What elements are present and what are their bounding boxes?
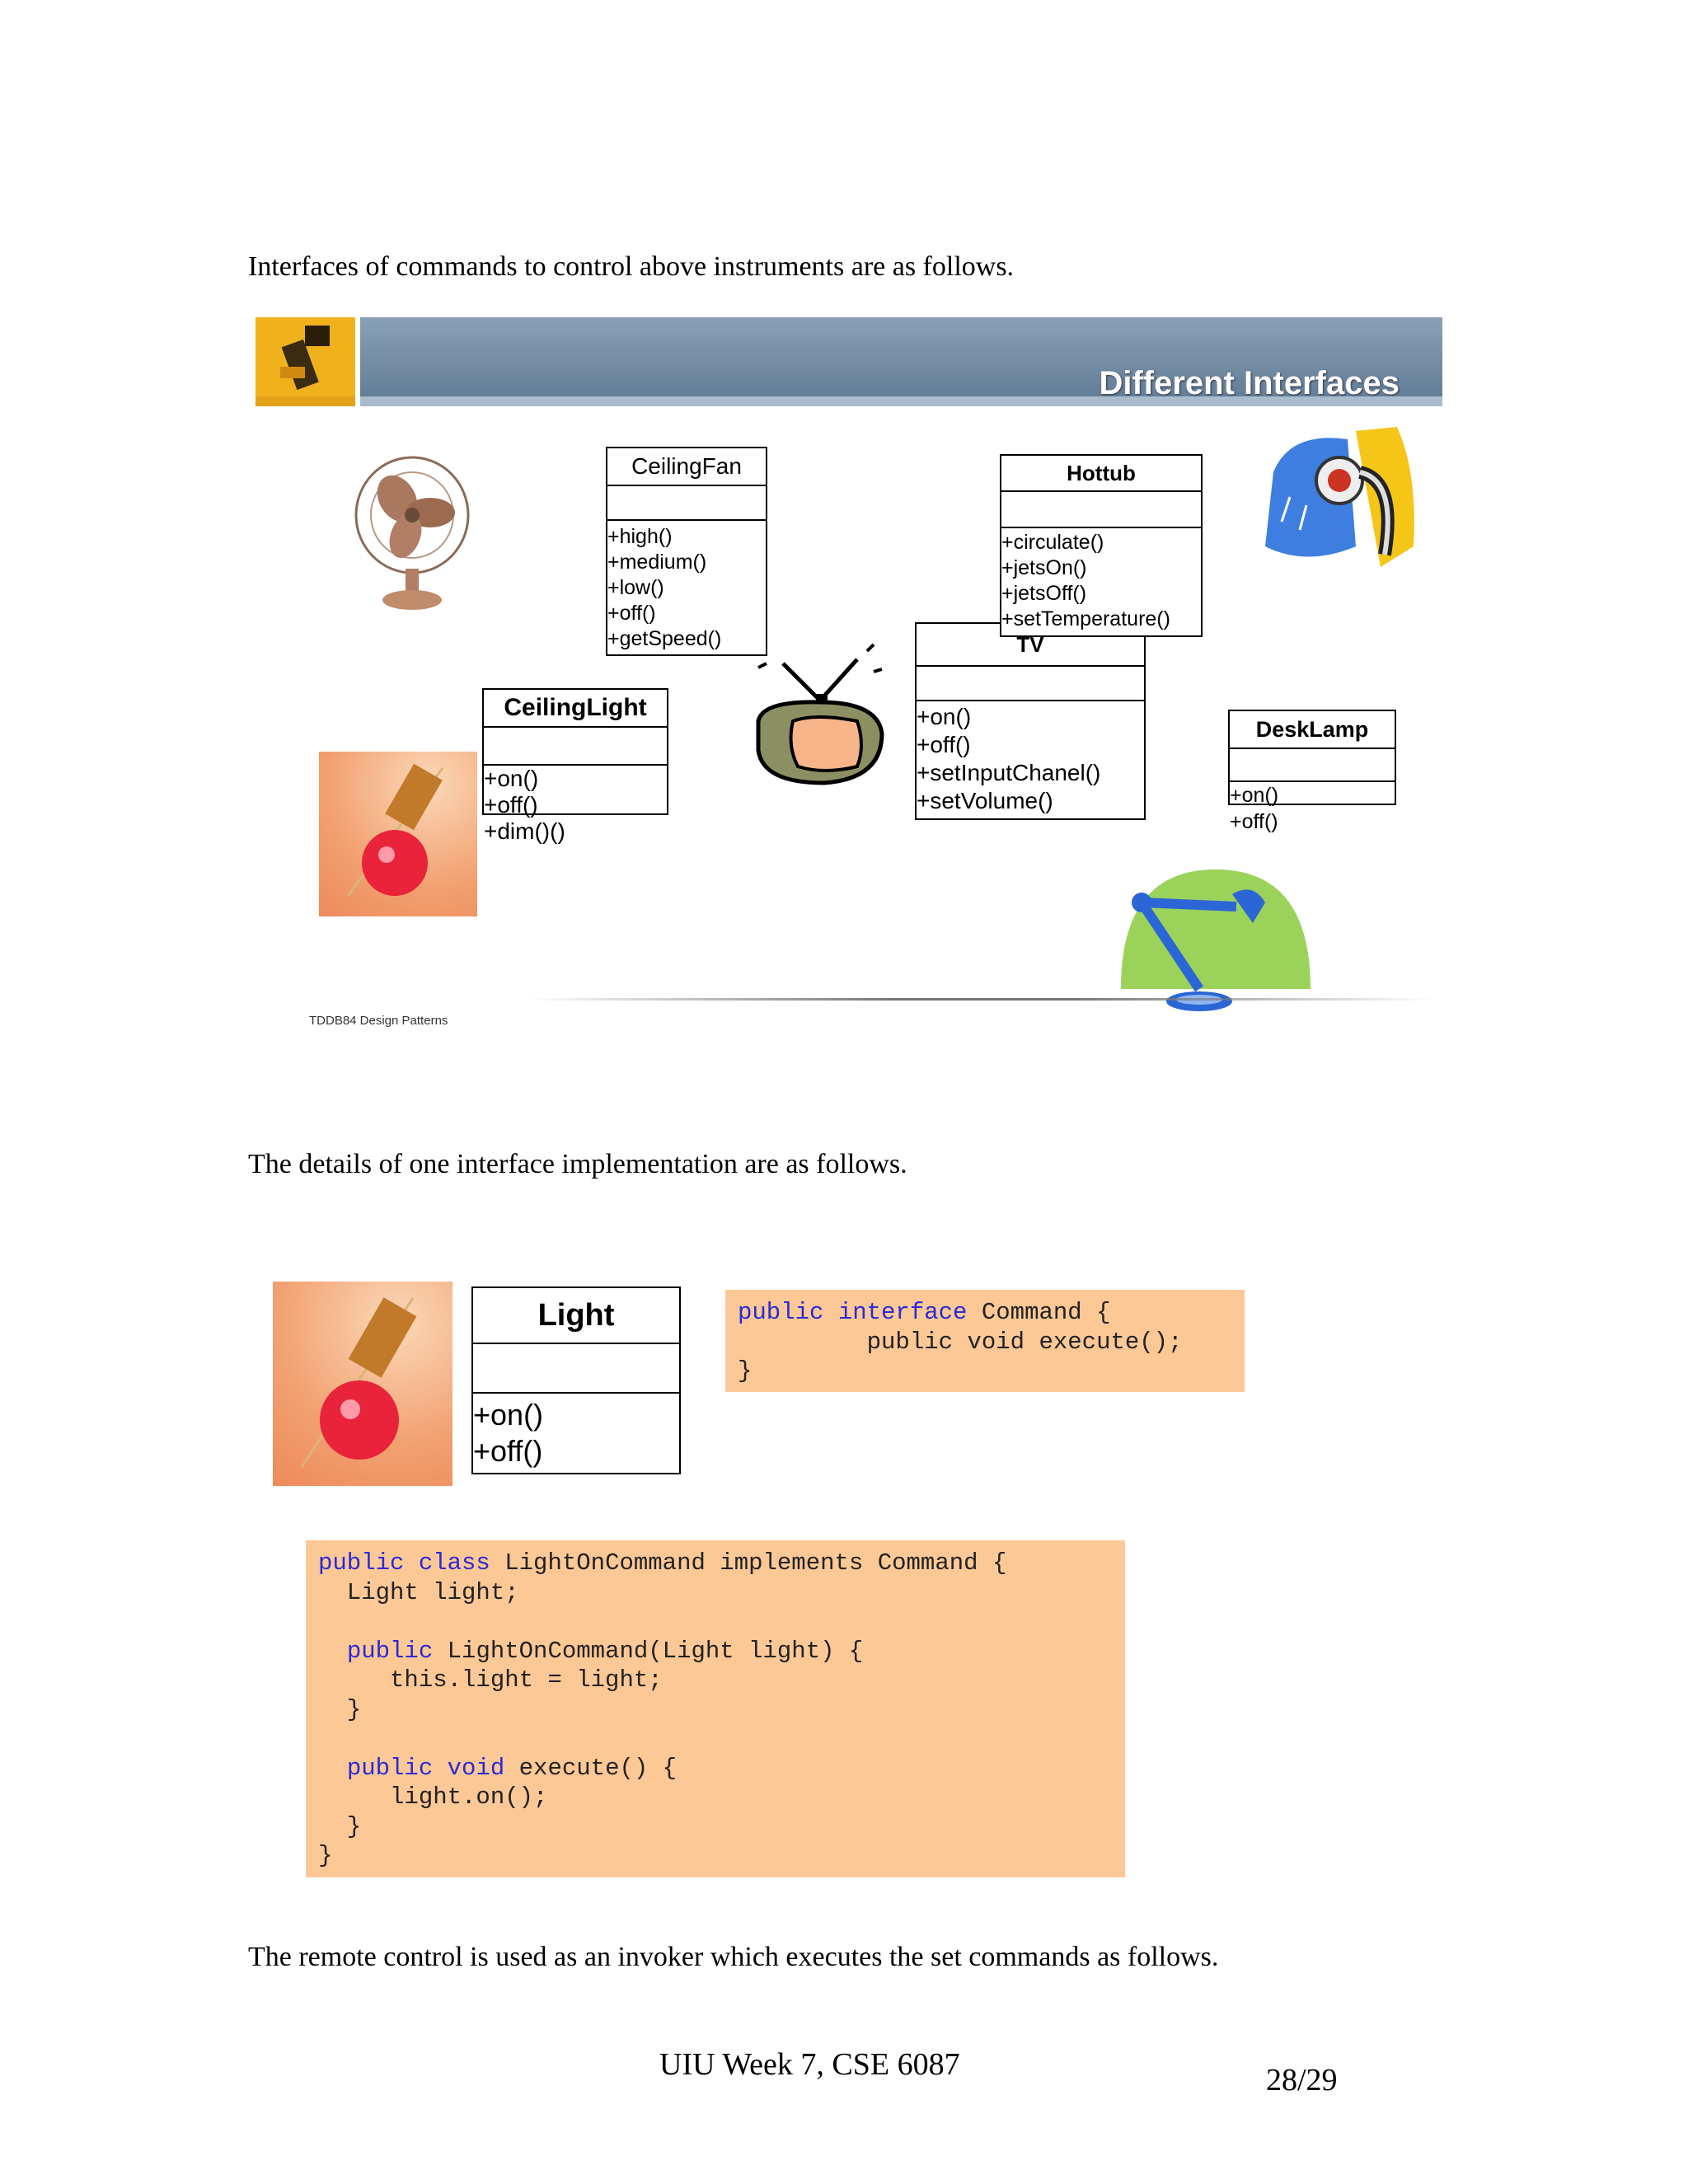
method: +low(): [607, 576, 664, 599]
shower-icon: [1265, 427, 1414, 567]
method: +high(): [607, 525, 673, 548]
light-bulb-icon: [346, 763, 444, 897]
desk-lamp-icon: [1121, 869, 1311, 1011]
code-text: LightOnCommand(Light light) {: [433, 1637, 864, 1665]
method: +off(): [607, 602, 656, 625]
slide-header: [360, 317, 1442, 406]
class-name: CeilingFan: [607, 448, 766, 486]
uml-class-ceilinglight: CeilingLight +on() +off() +dim()(): [482, 688, 668, 844]
method: +medium(): [607, 551, 707, 574]
slide-footer-note: TDDB84 Design Patterns: [309, 1014, 448, 1028]
uml-class-hottub: Hottub +circulate() +jetsOn() +jetsOff()…: [1000, 454, 1203, 637]
method: +on(): [1230, 784, 1279, 807]
method: +off(): [473, 1434, 543, 1468]
method: +jetsOff(): [1001, 582, 1087, 605]
slide-title: Different Interfaces: [1099, 365, 1400, 401]
uml-class-light: Light +on() +off(): [471, 1286, 681, 1474]
code-text: public void execute();: [738, 1328, 1183, 1356]
code-text: }: [318, 1812, 362, 1840]
course-footer: UIU Week 7, CSE 6087: [659, 2047, 960, 2082]
code-text: this.light = light;: [318, 1666, 663, 1694]
method: +off(): [1230, 810, 1278, 833]
code-text: LightOnCommand implements Command {: [490, 1549, 1007, 1577]
code-text: }: [318, 1842, 333, 1869]
light-on-command-code: public class LightOnCommand implements C…: [306, 1540, 1125, 1877]
code-keyword: public interface: [738, 1299, 968, 1326]
method: +jetsOn(): [1001, 556, 1087, 579]
light-bulb-icon: [300, 1297, 417, 1468]
method: +setInputChanel(): [917, 760, 1101, 785]
code-text: }: [318, 1695, 362, 1723]
method: +on(): [917, 704, 972, 729]
method: +circulate(): [1001, 531, 1104, 554]
uml-class-ceilingfan: CeilingFan +high() +medium() +low() +off…: [606, 447, 767, 656]
slide-image: Different Interfaces CeilingFan +high() …: [256, 317, 1442, 1038]
uml-class-tv: TV +on() +off() +setInputChanel() +setVo…: [915, 622, 1146, 820]
uml-class-desklamp: DeskLamp +on() +off(): [1228, 710, 1396, 833]
intro-paragraph: Interfaces of commands to control above …: [248, 251, 1015, 282]
class-name: Light: [473, 1288, 679, 1344]
method: +dim()(): [484, 818, 565, 844]
code-text: light.on();: [318, 1783, 548, 1811]
code-keyword: public void: [346, 1754, 505, 1782]
method: +getSpeed(): [607, 627, 722, 650]
details-paragraph: The details of one interface implementat…: [248, 1149, 907, 1179]
code-text: Light light;: [318, 1578, 519, 1606]
command-interface-code: public interface Command { public void e…: [725, 1290, 1245, 1392]
class-name: DeskLamp: [1230, 711, 1395, 749]
code-text: }: [738, 1357, 753, 1385]
slide-corner-logo: [256, 317, 355, 406]
method: +setVolume(): [917, 788, 1053, 813]
code-keyword: public: [346, 1637, 434, 1665]
method: +on(): [473, 1398, 544, 1432]
method: +setTemperature(): [1001, 607, 1170, 630]
class-name: Hottub: [1001, 456, 1201, 492]
page-number: 28/29: [1266, 2063, 1338, 2097]
tool-icon: [256, 317, 355, 396]
method: +on(): [484, 766, 539, 791]
class-name: CeilingLight: [484, 690, 667, 728]
red-bulb-image: [319, 752, 477, 916]
television-icon: [756, 643, 884, 785]
code-keyword: public class: [318, 1549, 490, 1577]
method: +off(): [484, 792, 538, 818]
remote-paragraph: The remote control is used as an invoker…: [248, 1942, 1219, 1972]
code-text: Command {: [967, 1299, 1111, 1326]
slide-footer-line: [528, 998, 1434, 1001]
method: +off(): [917, 732, 971, 757]
code-text: execute() {: [504, 1754, 678, 1782]
fan-icon: [354, 456, 470, 610]
red-bulb-image-large: [273, 1282, 452, 1486]
